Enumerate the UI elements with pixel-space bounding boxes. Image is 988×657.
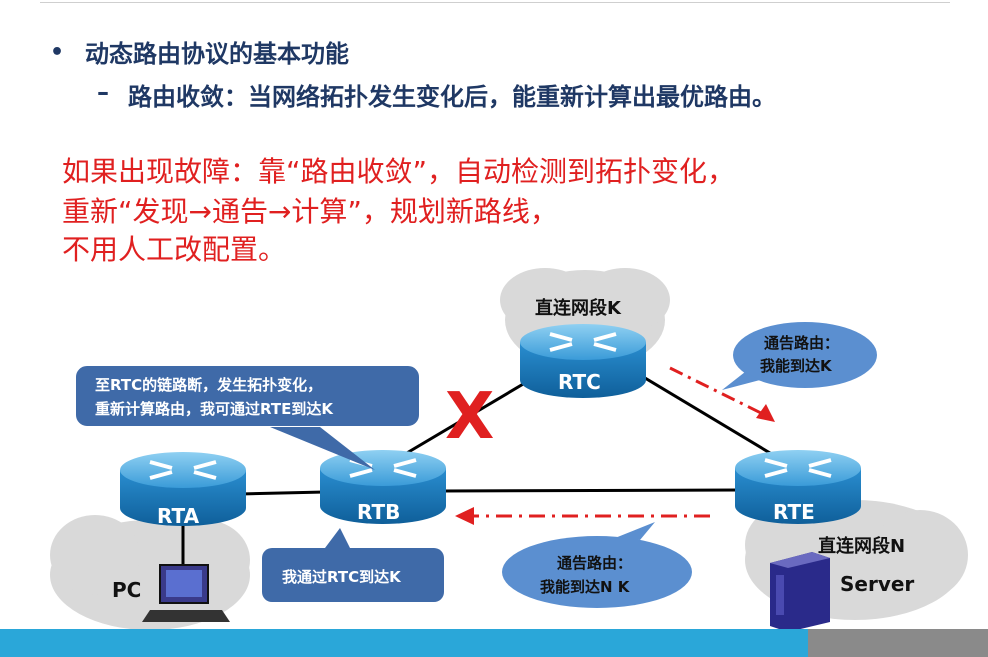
callout-rte-advert-line1: 通告路由： (557, 554, 633, 572)
router-rta-label: RTA (157, 504, 200, 528)
note-line-1: 如果出现故障：靠“路由收敛”，自动检测到拓扑变化， (62, 155, 736, 188)
callout-rtb-recalc-line1: 至RTC的链路断，发生拓扑变化， (95, 376, 323, 394)
router-rtc-label: RTC (558, 370, 601, 394)
note-line-3: 不用人工改配置。 (62, 233, 287, 266)
link-failure-mark: X (445, 380, 495, 454)
note-line-2: 重新“发现→通告→计算”，规划新路线， (62, 195, 558, 228)
heading-sub: 路由收敛：当网络拓扑发生变化后，能重新计算出最优路由。 (128, 83, 776, 111)
server-icon (770, 552, 830, 632)
link-rta-rtb (239, 490, 326, 496)
callout-rte-advert (502, 522, 692, 608)
callout-rtb-via-rtc-text: 我通过RTC到达K (282, 568, 401, 586)
callout-rtb-via-rtc (262, 528, 444, 602)
callout-rte-advert-line2: 我能到达N K (540, 578, 630, 596)
pc-icon (142, 564, 230, 622)
router-rte-label: RTE (773, 500, 815, 524)
server-label: Server (840, 572, 915, 596)
sub-dash: – (97, 78, 109, 106)
callout-rtb-recalc-line2: 重新计算路由，我可通过RTE到达K (95, 400, 333, 418)
advert-arrow-rte (455, 507, 710, 525)
bottom-bar-accent (808, 629, 988, 657)
links (181, 373, 791, 565)
pc-label: PC (112, 578, 142, 602)
cloud-k-label: 直连网段K (535, 298, 621, 319)
bullet-dot: • (50, 40, 65, 65)
callout-rtb-recalc (74, 364, 421, 470)
link-rtb-rtc (394, 378, 531, 462)
callout-rtc-advert-line1: 通告路由： (764, 334, 840, 352)
callout-rtc-advert-line2: 我能到达K (760, 357, 832, 375)
advert-arrow-rtc (669, 366, 775, 422)
router-rtb-label: RTB (357, 500, 401, 524)
top-divider (40, 2, 950, 3)
heading-title: 动态路由协议的基本功能 (85, 40, 349, 68)
link-rtc-rte (639, 373, 791, 467)
cloud-n-label: 直连网段N (818, 536, 906, 557)
link-rtb-rte (439, 488, 741, 493)
callout-rtc-advert (722, 322, 877, 390)
